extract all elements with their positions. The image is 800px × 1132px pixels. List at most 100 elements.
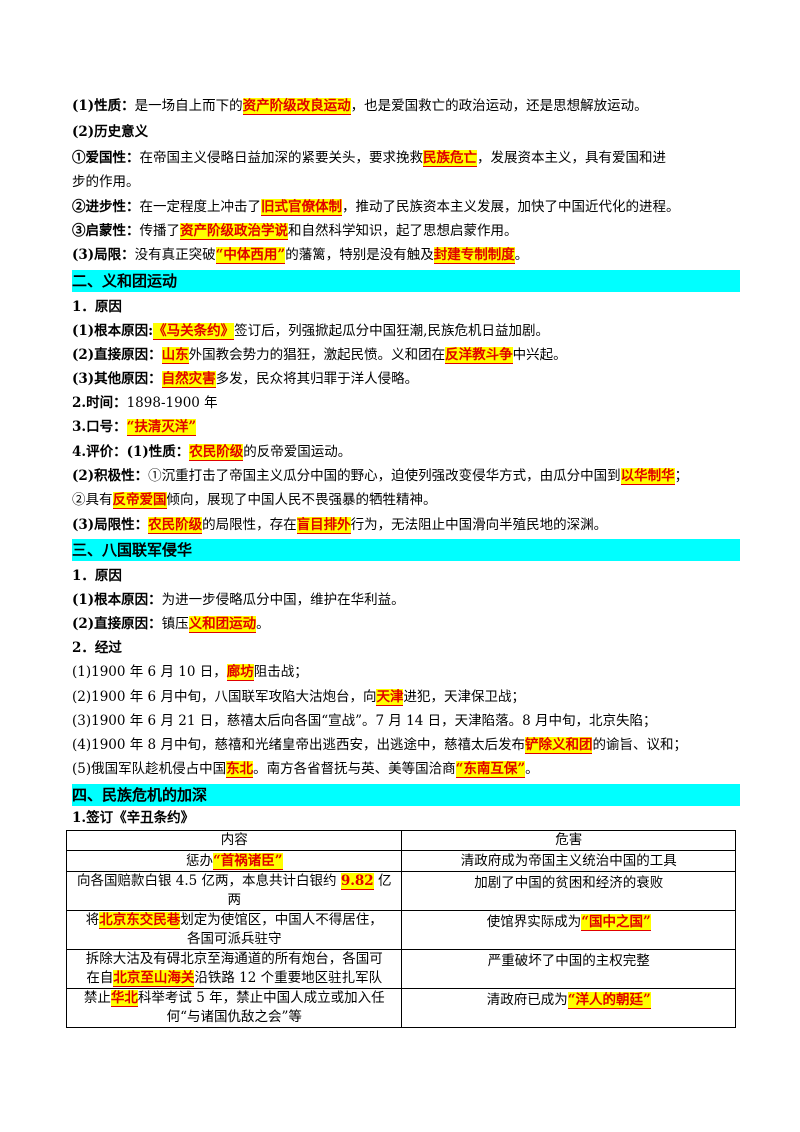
text: 的反帝爱国运动。 [243, 444, 352, 460]
positive-line: (2)积极性：①沉重打击了帝国主义瓜分中国的野心，迫使列强改变侵华方式，由瓜分中… [72, 466, 740, 486]
label: (1)性质： [72, 98, 135, 114]
table-row: 向各国赔款白银 4.5 亿两，本息共计白银约 9.82 亿两 加剧了中国的贫困和… [65, 871, 736, 911]
text: 传播了 [139, 223, 181, 239]
direct-cause-line: (2)直接原因：镇压义和团运动。 [72, 614, 740, 634]
highlight: 华北 [110, 990, 138, 1007]
table-header-row: 内容 危害 [65, 830, 736, 851]
text: (2)1900 年 6 月中旬，八国联军攻陷大沽炮台，向 [72, 689, 377, 705]
highlight: 北京东交民巷 [99, 912, 181, 929]
highlight: 盲目排外 [296, 517, 351, 534]
text: 沿铁路 12 个重要地区驻扎军队 [194, 970, 383, 986]
highlight: 民族危亡 [423, 150, 477, 167]
other-cause-line: (3)其他原因：自然灾害多发，民众将其归罪于洋人侵略。 [72, 369, 740, 389]
process-item-2: (2)1900 年 6 月中旬，八国联军攻陷大沽炮台，向天津进犯，天津保卫战； [72, 687, 740, 707]
process-item-3: (3)1900 年 6 月 21 日，慈禧太后向各国“宣战”。7 月 14 日，… [72, 713, 657, 729]
text: 为进一步侵略瓜分中国，维护在华利益。 [161, 592, 405, 608]
highlight: 旧式官僚体制 [261, 199, 342, 216]
highlight: 反帝爱国 [112, 492, 167, 509]
text: 的谕旨、议和； [592, 737, 687, 753]
positive-line-2: ②具有反帝爱国倾向，展现了中国人民不畏强暴的牺牲精神。 [72, 490, 740, 510]
text: 阻击战； [253, 664, 308, 680]
text: ②具有 [72, 492, 113, 508]
text: (4)1900 年 8 月中旬，慈禧和光绪皇帝出逃西安，出逃途中，慈禧太后发布 [72, 737, 525, 753]
highlight: 资产阶级改良运动 [242, 98, 351, 115]
label: (1)根本原因: [72, 323, 154, 339]
root-cause-line: (1)根本原因:《马关条约》签订后，列强掀起瓜分中国狂潮,民族危机日益加剧。 [72, 321, 740, 341]
harm-cell: 使馆界实际成为“国中之国” [401, 910, 736, 950]
text: 1898-1900 年 [126, 395, 218, 411]
process-heading: 2．经过 [72, 640, 122, 656]
text: ，发展资本主义，具有爱国和进 [477, 150, 666, 166]
text: 中兴起。 [512, 347, 567, 363]
text: 在帝国主义侵略日益加深的紧要关头，要求挽救 [139, 150, 424, 166]
header-harm: 危害 [401, 830, 736, 851]
label: (2)直接原因： [72, 347, 162, 363]
text: 。 [256, 616, 270, 632]
enlightenment-line: ③启蒙性：传播了资产阶级政治学说和自然科学知识，起了思想启蒙作用。 [72, 221, 740, 241]
label: 2.时间： [72, 395, 127, 411]
treaty-heading: 1.签订《辛丑条约》 [72, 810, 195, 826]
root-cause-line: (1)根本原因：为进一步侵略瓜分中国，维护在华利益。 [72, 590, 740, 610]
text: 将 [85, 912, 100, 928]
text: 外国教会势力的猖狂，激起民愤。义和团在 [188, 347, 446, 363]
content-cell: 惩办“首祸诸臣” [65, 850, 403, 872]
text: 拆除大沽及有碍北京至海通道的所有炮台，各国可 [85, 951, 383, 967]
limitation-line: (3)局限性：农民阶级的局限性，存在盲目排外行为，无法阻止中国滑向半殖民地的深渊… [72, 515, 740, 535]
text: 。 [525, 761, 539, 777]
highlight: “扶清灭洋” [126, 419, 197, 436]
text: 多发，民众将其归罪于洋人侵略。 [215, 371, 419, 387]
highlight: 廊坊 [226, 664, 254, 681]
process-item-1: (1)1900 年 6 月 10 日，廊坊阻击战； [72, 662, 740, 682]
cause-heading: 1．原因 [72, 568, 122, 584]
text: 向各国赔款白银 4.5 亿两，本息共计白银约 [76, 873, 341, 889]
highlight: 资产阶级政治学说 [180, 223, 288, 240]
nature-line: (1)性质：是一场自上而下的资产阶级改良运动，也是爱国救亡的政治运动，还是思想解… [72, 96, 740, 116]
highlight: 东北 [226, 761, 254, 778]
label: 3.口号： [72, 419, 127, 435]
text: 清政府已成为 [486, 992, 568, 1008]
significance-heading: (2)历史意义 [72, 124, 149, 140]
progressive-line: ②进步性：在一定程度上冲击了旧式官僚体制，推动了民族资本主义发展，加快了中国近代… [72, 197, 740, 217]
direct-cause-line: (2)直接原因：山东外国教会势力的猖狂，激起民愤。义和团在反洋教斗争中兴起。 [72, 345, 740, 365]
label: 4.评价：(1)性质： [72, 444, 190, 460]
text: ①沉重打击了帝国主义瓜分中国的野心，迫使列强改变侵华方式，由瓜分中国到 [148, 468, 621, 484]
highlight: 自然灾害 [161, 371, 216, 388]
text: 。南方各省督抚与英、美等国洽商 [253, 761, 456, 777]
label: (3)局限： [72, 247, 135, 263]
text: 惩办 [185, 852, 213, 869]
text: (5)俄国军队趁机侵占中国 [72, 761, 227, 777]
text: (1)1900 年 6 月 10 日， [72, 664, 227, 680]
patriotic-line: ①爱国性：在帝国主义侵略日益加深的紧要关头，要求挽救民族危亡，发展资本主义，具有… [72, 148, 740, 168]
table-row: 禁止华北科举考试 5 年，禁止中国人成立或加入任何“与诸国仇敌之会”等 清政府已… [65, 988, 736, 1028]
text: 科举考试 5 年，禁止中国人成立或加入任 [137, 990, 385, 1006]
content-cell: 禁止华北科举考试 5 年，禁止中国人成立或加入任何“与诸国仇敌之会”等 [65, 988, 403, 1028]
text: 禁止 [83, 990, 111, 1006]
treaty-table: 内容 危害 惩办“首祸诸臣” 清政府成为帝国主义统治中国的工具 向各国赔款白银 … [65, 830, 736, 1028]
text: 。 [514, 247, 529, 263]
highlight: 山东 [161, 347, 189, 364]
slogan-line: 3.口号：“扶清灭洋” [72, 417, 740, 437]
harm-cell: 严重破坏了中国的主权完整 [401, 949, 736, 989]
text: 划定为使馆区，中国人不得居住， [180, 912, 383, 928]
highlight: 农民阶级 [189, 444, 244, 461]
text: 的藩篱，特别是没有触及 [285, 247, 434, 263]
text: 在一定程度上冲击了 [139, 199, 262, 215]
text: 两 [227, 892, 241, 908]
text: 进犯，天津保卫战； [403, 689, 525, 705]
highlight: 北京至山海关 [113, 970, 195, 987]
evaluation-line: 4.评价：(1)性质：农民阶级的反帝爱国运动。 [72, 442, 740, 462]
table-row: 拆除大沽及有碍北京至海通道的所有炮台，各国可在自北京至山海关沿铁路 12 个重要… [65, 949, 736, 989]
table-row: 将北京东交民巷划定为使馆区，中国人不得居住，各国可派兵驻守 使馆界实际成为“国中… [65, 910, 736, 950]
text: 使馆界实际成为 [486, 914, 582, 930]
highlight: 《马关条约》 [153, 323, 235, 340]
text: 是一场自上而下的 [134, 98, 243, 114]
label: ②进步性： [72, 199, 140, 215]
process-item-4: (4)1900 年 8 月中旬，慈禧和光绪皇帝出逃西安，出逃途中，慈禧太后发布铲… [72, 735, 740, 755]
highlight: 封建专制制度 [433, 247, 515, 264]
text: 行为，无法阻止中国滑向半殖民地的深渊。 [350, 517, 608, 533]
text: 在自 [86, 970, 114, 986]
process-item-5: (5)俄国军队趁机侵占中国东北。南方各省督抚与英、美等国洽商“东南互保”。 [72, 759, 740, 779]
content-cell: 拆除大沽及有碍北京至海通道的所有炮台，各国可在自北京至山海关沿铁路 12 个重要… [65, 949, 403, 989]
text: ，也是爱国救亡的政治运动，还是思想解放运动。 [350, 98, 648, 114]
content-cell: 将北京东交民巷划定为使馆区，中国人不得居住，各国可派兵驻守 [65, 910, 403, 950]
